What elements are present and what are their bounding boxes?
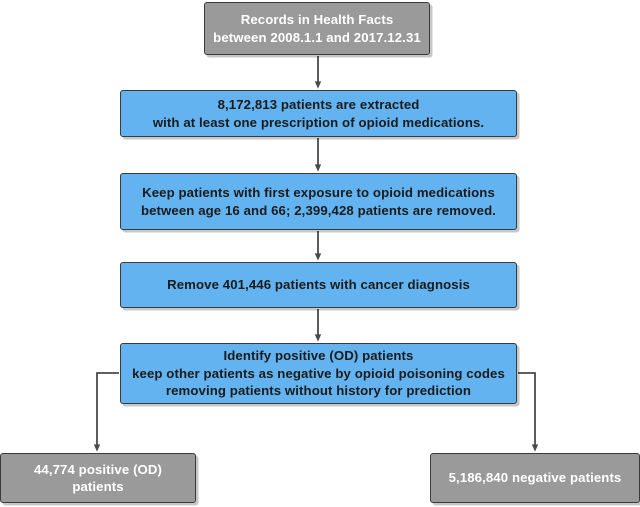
node-remove-cancer-diagnosis: Remove 401,446 patients with cancer diag…	[120, 262, 517, 308]
node-age-exposure-filter: Keep patients with first exposure to opi…	[120, 173, 517, 230]
node-negative-patients: 5,186,840 negative patients	[430, 453, 640, 503]
node-cancer-label: Remove 401,446 patients with cancer diag…	[167, 277, 470, 293]
node-identify-label: Identify positive (OD) patients keep oth…	[132, 348, 505, 399]
node-records-label: Records in Health Facts between 2008.1.1…	[213, 12, 421, 45]
node-positive-label: 44,774 positive (OD) patients	[33, 461, 163, 494]
edge-identify-to-negative	[518, 372, 539, 452]
node-negative-label: 5,186,840 negative patients	[448, 470, 622, 486]
node-positive-od-patients: 44,774 positive (OD) patients	[0, 453, 196, 503]
node-patients-extracted: 8,172,813 patients are extracted with at…	[120, 90, 517, 137]
edge-identify-to-positive	[93, 372, 119, 452]
node-identify-positive-od: Identify positive (OD) patients keep oth…	[120, 343, 517, 404]
node-age-filter-label: Keep patients with first exposure to opi…	[140, 185, 497, 218]
node-extracted-label: 8,172,813 patients are extracted with at…	[152, 97, 485, 130]
node-records-in-health-facts: Records in Health Facts between 2008.1.1…	[204, 2, 430, 55]
